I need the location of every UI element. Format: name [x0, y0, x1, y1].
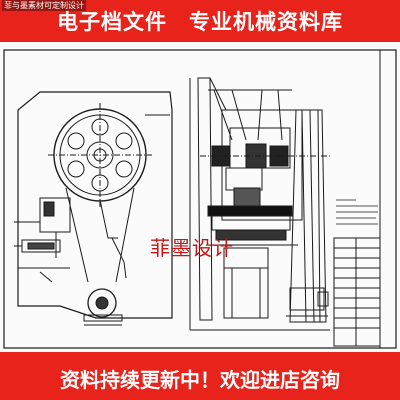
connecting-rod: [225, 167, 263, 191]
leader-top-1: [213, 89, 233, 141]
pulley-groove-1: [301, 109, 307, 323]
side-frame-left-edge: [197, 77, 213, 321]
slide-pin: [43, 201, 55, 217]
flywheel-hole-3: [115, 160, 133, 178]
motor-shaft: [95, 296, 109, 310]
motor-circle: [87, 288, 117, 318]
belt-right: [115, 187, 135, 283]
motor-right-body: [289, 287, 325, 311]
linkage-lower: [111, 237, 127, 279]
frame-outer: [3, 49, 397, 349]
linkage: [99, 199, 118, 239]
motor-right-cap: [317, 291, 329, 307]
top-watermark-text: 菲与墨素材可定制设计: [2, 0, 86, 11]
leader-top-3: [257, 89, 263, 141]
leader-top-4: [277, 89, 283, 141]
table-base: [215, 229, 287, 241]
top-banner: 电子档文件 专业机械资料库: [0, 0, 400, 42]
top-title: 电子档文件 专业机械资料库: [57, 10, 343, 34]
flywheel-hole-6: [67, 132, 85, 150]
title-block: [333, 237, 381, 347]
side-frame-slope: [209, 77, 227, 111]
left-frame-outline: [17, 91, 173, 319]
bolster-insert: [27, 242, 55, 250]
pulley-groove-2: [309, 109, 315, 323]
flywheel-hole-5: [67, 160, 85, 178]
bottom-banner: 资料持续更新中！欢迎进店咨询: [0, 352, 400, 400]
drawing-sheet: 菲墨设计: [0, 42, 400, 352]
pulley-groove-3: [317, 109, 321, 323]
motor-base: [83, 314, 123, 322]
center-watermark: 菲墨设计: [150, 236, 234, 260]
column-lower: [223, 267, 269, 319]
mechanical-drawing: [3, 49, 397, 349]
leader-top-2: [231, 89, 247, 141]
slide-block: [39, 197, 71, 233]
flywheel-hole-2: [115, 132, 133, 150]
slide-guide: [207, 205, 293, 217]
ram-head: [233, 187, 261, 207]
bottom-title: 资料持续更新中！欢迎进店咨询: [60, 368, 340, 392]
leader-line-3: [39, 271, 53, 283]
table-plate: [211, 215, 291, 231]
pulley-outline: [289, 109, 327, 323]
